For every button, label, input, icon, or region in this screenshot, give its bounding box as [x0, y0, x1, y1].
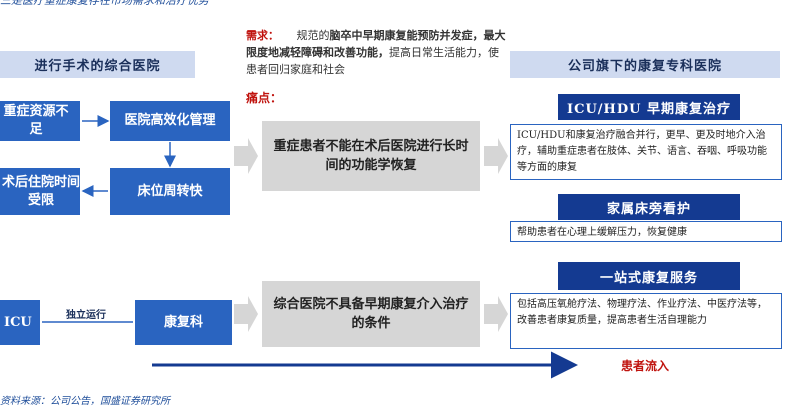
service-family-care-title: 家属床旁看护: [558, 194, 740, 220]
service-icu-hdu-title: ICU/HDU 早期康复治疗: [558, 94, 740, 120]
requirement-block: 需求： 规范的脑卒中早期康复能预防并发症，最大限度地减轻障碍和改善功能，提高日常…: [246, 27, 508, 78]
pain-label: 痛点：: [246, 91, 283, 105]
service-one-stop-title: 一站式康复服务: [558, 262, 740, 290]
requirement-text-post: 提高日常生活能力，使患者回归家庭和社会: [246, 46, 499, 76]
requirement-text-pre: 规范的: [296, 29, 330, 42]
post-op-stay-box: 术后住院时间受限: [0, 168, 80, 215]
resource-shortage-box: 重症资源不足: [0, 101, 80, 141]
block-arrow-top-right: [484, 138, 508, 174]
requirement-text-bold: 脑卒中早期康复能预防并发症，最大限度地减轻障碍和改善功能，: [246, 29, 506, 59]
pain-point-1: 重症患者不能在术后医院进行长时间的功能学恢复: [262, 121, 480, 191]
patient-flow-label: 患者流入: [621, 359, 670, 373]
right-header: 公司旗下的康复专科医院: [510, 51, 780, 78]
bed-turnover-box: 床位周转快: [110, 168, 230, 215]
service-family-care-desc: 帮助患者在心理上缓解压力，恢复健康: [510, 221, 782, 242]
service-icu-hdu-desc: ICU/HDU和康复治疗融合并行，更早、更及时地介入治疗，辅助重症患者在肢体、关…: [510, 124, 782, 180]
source-note: 资料来源：公司公告，国盛证券研究所: [0, 396, 170, 407]
left-header: 进行手术的综合医院: [0, 51, 195, 78]
independent-label: 独立运行: [66, 310, 106, 321]
hospital-management-box: 医院高效化管理: [110, 101, 230, 141]
requirement-label: 需求：: [246, 29, 279, 42]
block-arrow-bottom-left: [234, 296, 258, 332]
icu-box: ICU: [0, 300, 40, 345]
block-arrow-bottom-right: [484, 296, 508, 332]
service-one-stop-desc: 包括高压氧舱疗法、物理疗法、作业疗法、中医疗法等，改善患者康复质量，提高患者生活…: [510, 293, 782, 349]
page-title: 三是医疗重症康复存在市场需求和治疗优势: [0, 0, 209, 7]
block-arrow-top-left: [234, 138, 258, 174]
pain-point-2: 综合医院不具备早期康复介入治疗的条件: [262, 281, 480, 347]
rehab-dept-box: 康复科: [135, 300, 232, 345]
